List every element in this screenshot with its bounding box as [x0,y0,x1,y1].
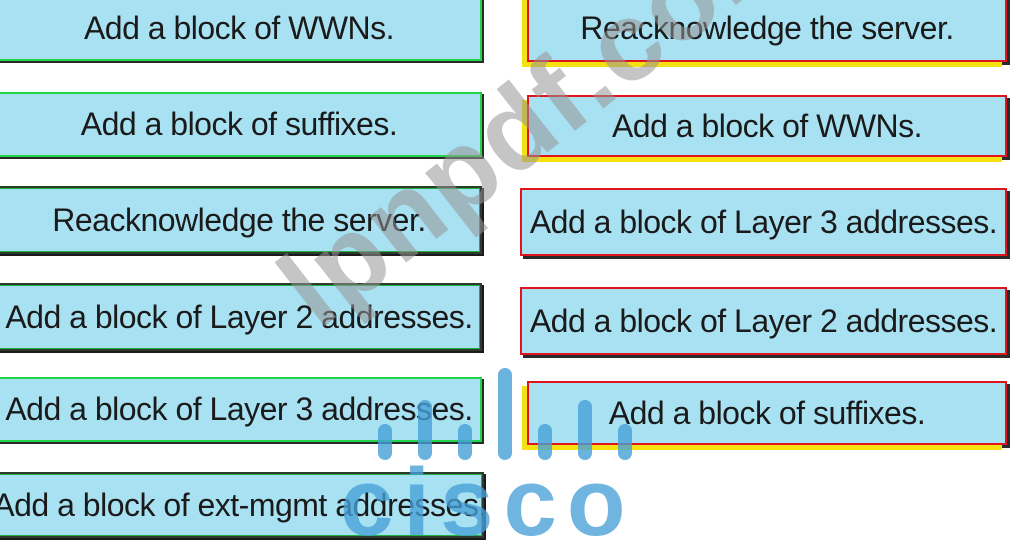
item-label: Add a block of Layer 3 addresses. [529,203,998,240]
draggable-item-suffixes[interactable]: Add a block of suffixes. [0,92,482,157]
item-label: Add a block of ext-mgmt addresses. [0,486,487,523]
draggable-item-wwns[interactable]: Add a block of WWNs. [0,0,482,61]
answer-slot-4[interactable]: Add a block of Layer 2 addresses. [520,287,1007,355]
item-label: Add a block of suffixes. [80,106,398,142]
draggable-item-ext-mgmt[interactable]: Add a block of ext-mgmt addresses. [0,472,487,538]
answer-slot-5[interactable]: Add a block of suffixes. [527,381,1007,445]
answer-slot-1[interactable]: Reacknowledge the server. [527,0,1007,62]
draggable-item-reacknowledge[interactable]: Reacknowledge the server. [0,186,482,254]
item-label: Add a block of WWNs. [611,107,923,144]
item-label: Add a block of WWNs. [83,10,395,46]
item-label: Reacknowledge the server. [52,201,426,238]
item-label: Add a block of Layer 2 addresses. [529,302,998,339]
item-label: Add a block of suffixes. [608,394,926,431]
answer-slot-2[interactable]: Add a block of WWNs. [527,95,1007,157]
draggable-item-layer3[interactable]: Add a block of Layer 3 addresses. [0,377,482,442]
source-items-column: Add a block of WWNs. Add a block of suff… [0,0,487,538]
answer-slot-3[interactable]: Add a block of Layer 3 addresses. [520,188,1007,256]
answer-items-column: Reacknowledge the server. Add a block of… [520,0,1007,445]
item-label: Add a block of Layer 2 addresses. [5,298,473,335]
draggable-item-layer2[interactable]: Add a block of Layer 2 addresses. [0,283,482,351]
item-label: Add a block of Layer 3 addresses. [5,391,473,427]
item-label: Reacknowledge the server. [580,9,954,46]
